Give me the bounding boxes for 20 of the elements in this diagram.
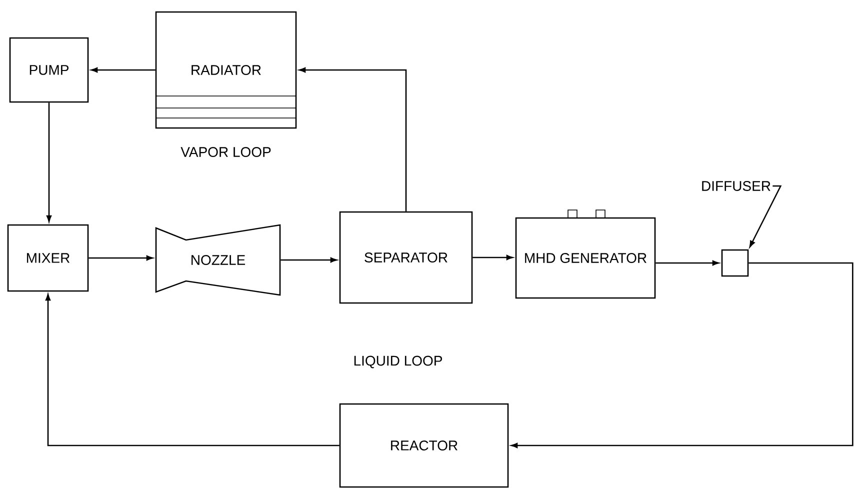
arrow xyxy=(511,262,854,448)
arrow xyxy=(91,67,156,73)
pump-box: PUMP xyxy=(9,37,89,103)
generator-box: MHD GENERATOR xyxy=(515,210,656,299)
arrow xyxy=(299,67,407,212)
diffuser-label: DIFFUSER xyxy=(702,181,770,191)
leader-line xyxy=(749,185,782,248)
diffuser-box xyxy=(721,249,749,277)
reactor-box: REACTOR xyxy=(339,403,509,488)
arrow xyxy=(88,255,154,261)
arrow xyxy=(472,254,513,260)
arrow xyxy=(45,294,340,446)
loop-label: LIQUID LOOP xyxy=(354,356,442,368)
loop-label: VAPOR LOOP xyxy=(180,147,271,157)
arrow xyxy=(280,257,337,263)
mixer-box: MIXER xyxy=(7,224,89,292)
arrow xyxy=(656,260,719,266)
arrow xyxy=(46,102,52,222)
separator-box: SEPARATOR xyxy=(339,211,473,304)
radiator-box: RADIATOR xyxy=(155,11,297,129)
